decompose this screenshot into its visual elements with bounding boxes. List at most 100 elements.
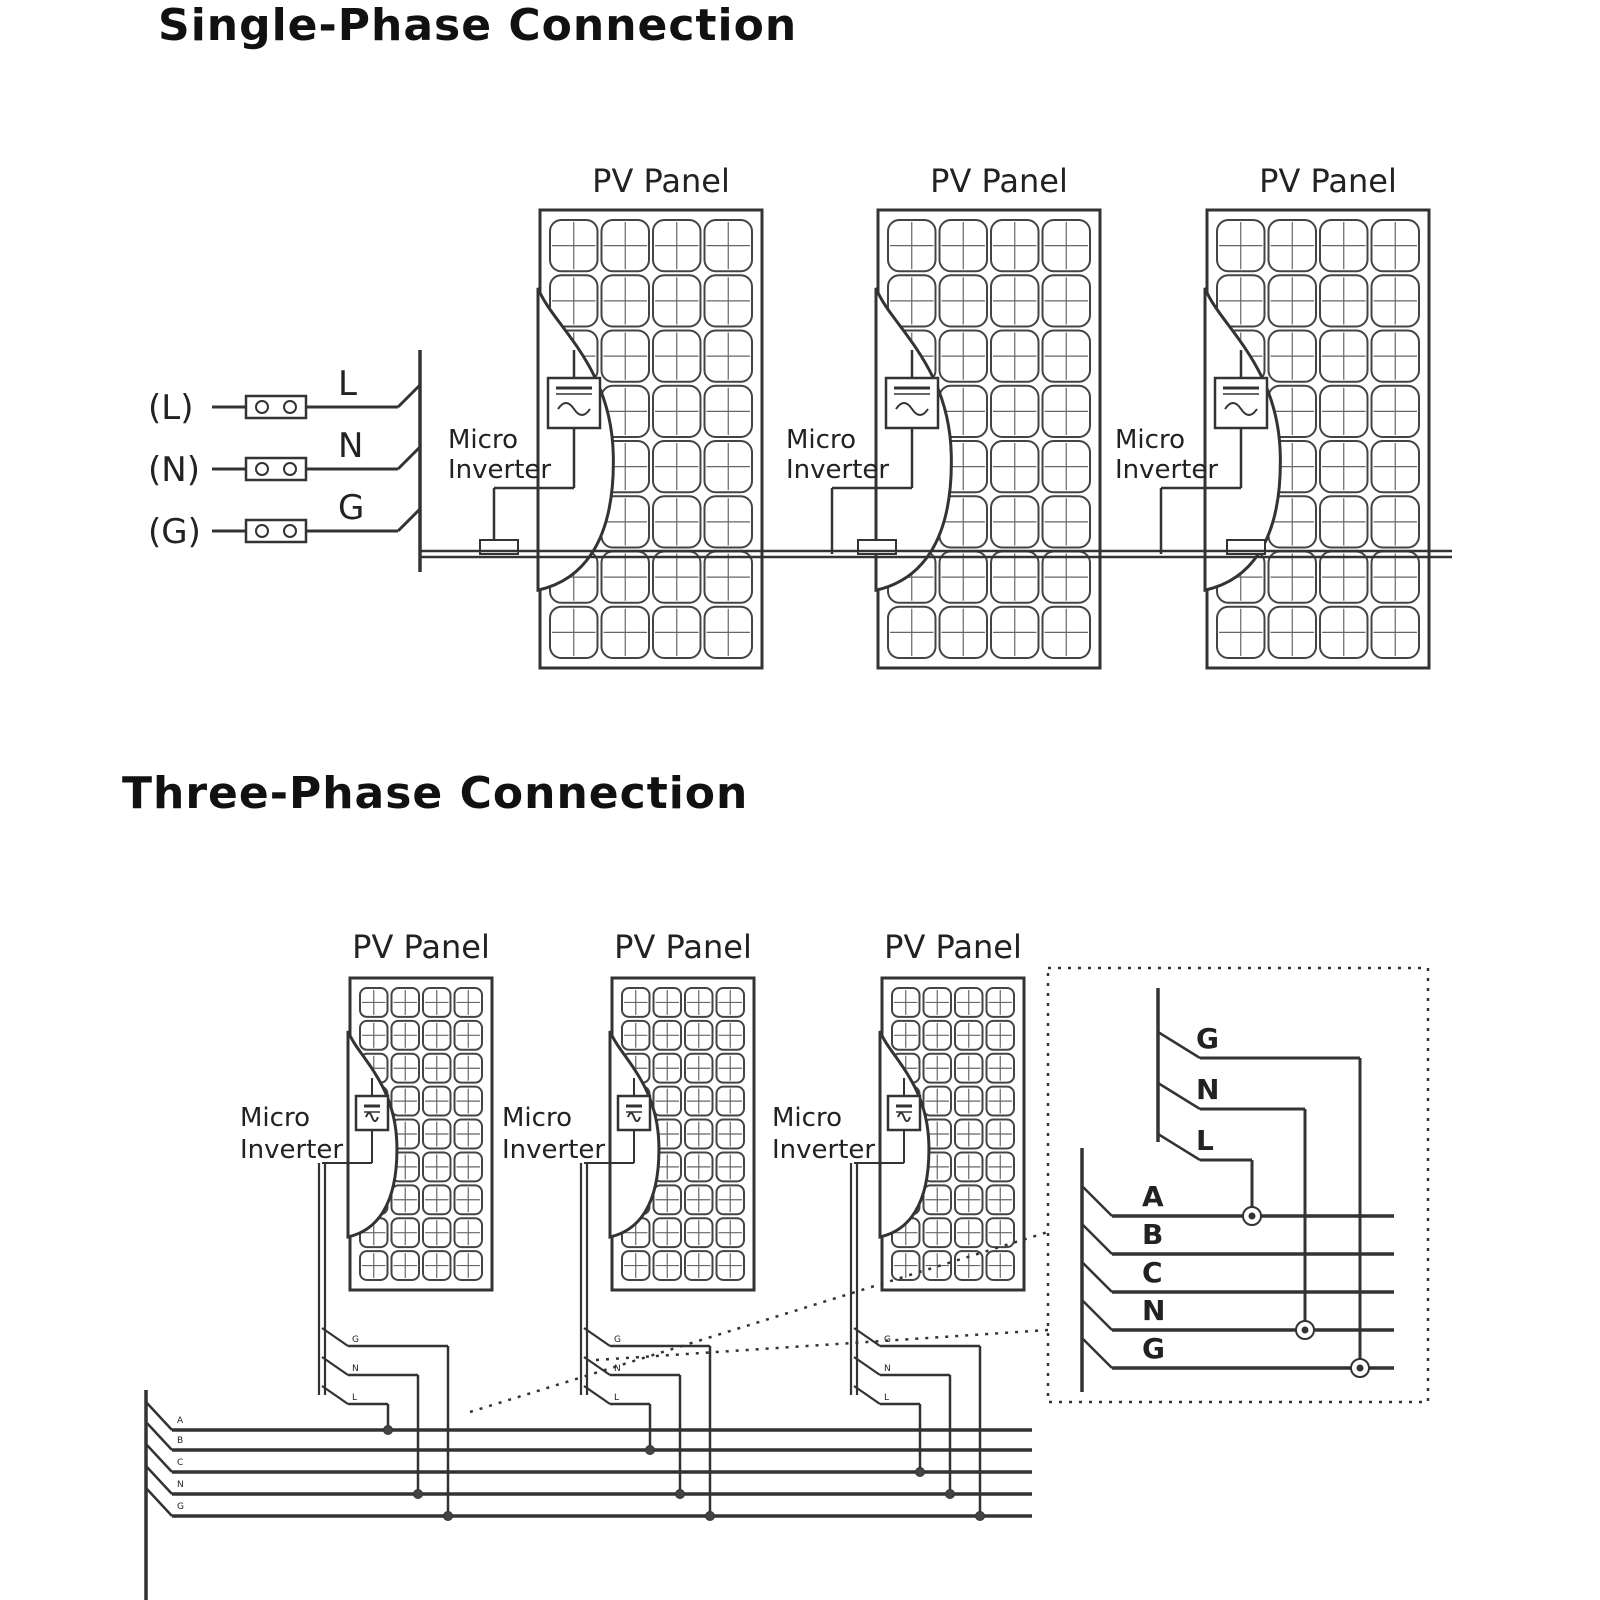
micro-inverter-label: Inverter: [786, 455, 889, 485]
panel-cell: [390, 1250, 420, 1281]
panel-cell: [652, 605, 702, 659]
panel-cell: [422, 1151, 452, 1183]
panel-cell: [887, 274, 937, 328]
panel-cell: [985, 1250, 1015, 1281]
panel-cell: [891, 1250, 921, 1281]
inset-bus-label: C: [1142, 1256, 1163, 1289]
panel-cell: [922, 1085, 952, 1117]
panel-cell: [715, 987, 745, 1018]
inset-junction-dot: [1248, 1212, 1256, 1220]
panel-cell: [990, 329, 1040, 383]
panel-cell: [954, 1184, 984, 1216]
pv-panel-label: PV Panel: [930, 162, 1068, 200]
panel-cell: [652, 1085, 682, 1117]
panel-cell: [1370, 384, 1420, 438]
terminal-screw: [283, 524, 297, 538]
panel-cell: [703, 605, 753, 659]
panel-cell: [938, 219, 988, 273]
panel-cell: [891, 1019, 921, 1051]
panel-cell: [1041, 219, 1091, 273]
single-pv-panel-3: [1203, 208, 1431, 670]
panel-cell: [922, 1184, 952, 1216]
terminal-block: [244, 518, 308, 544]
terminal-label: (G): [148, 512, 201, 552]
panel-notch: [1203, 287, 1282, 593]
drop-tap: [853, 1327, 881, 1347]
sine-wave-icon: [1224, 402, 1258, 416]
micro-inverter-label: Micro: [448, 425, 518, 455]
three-pv-panel-1: [346, 976, 494, 1292]
panel-cell: [621, 1019, 651, 1051]
terminal-label: (L): [148, 388, 193, 428]
bus-junction: [975, 1511, 985, 1521]
bus-junction: [413, 1489, 423, 1499]
panel-cell: [652, 1019, 682, 1051]
panel-cell: [938, 605, 988, 659]
panel-cell: [985, 1151, 1015, 1183]
drop-tap: [583, 1356, 611, 1376]
panel-cell: [422, 1250, 452, 1281]
panel-cell: [715, 1085, 745, 1117]
panel-cell: [1041, 329, 1091, 383]
pv-panel-label: PV Panel: [614, 928, 752, 966]
panel-cell: [390, 1217, 420, 1249]
panel-cell: [715, 1151, 745, 1183]
micro-inverter-label: Inverter: [772, 1135, 875, 1165]
single-micro-inverter-3: [1213, 376, 1269, 430]
drop-label: N: [884, 1364, 891, 1374]
inset-bus-tap: [1081, 1261, 1113, 1293]
panel-cell: [1370, 274, 1420, 328]
panel-cell: [922, 1217, 952, 1249]
terminal-screw: [255, 400, 269, 414]
panel-cell: [684, 1184, 714, 1216]
panel-cell: [715, 1118, 745, 1150]
panel-cell: [954, 987, 984, 1018]
panel-cell: [1267, 219, 1317, 273]
panel-cell: [1041, 384, 1091, 438]
bus-tap: [145, 1401, 173, 1431]
single-micro-inverter-2: [884, 376, 940, 430]
panel-cell: [684, 1217, 714, 1249]
panel-cell: [990, 495, 1040, 549]
bus-line-label: B: [177, 1436, 183, 1446]
panel-cell: [1319, 329, 1369, 383]
panel-cell: [1267, 274, 1317, 328]
inverter-box: [884, 376, 940, 430]
single-micro-inverter-1: [546, 376, 602, 430]
zoom-inset-frame: [1046, 966, 1430, 1404]
drop-tap: [853, 1356, 881, 1376]
panel-cell: [985, 1085, 1015, 1117]
panel-cell: [985, 987, 1015, 1018]
panel-cell: [652, 274, 702, 328]
panel-cell: [684, 1151, 714, 1183]
feeder-wire: [396, 383, 422, 409]
drop-tap: [321, 1327, 349, 1347]
drop-label: L: [352, 1393, 357, 1403]
inverter-box: [354, 1094, 390, 1132]
panel-cell: [652, 495, 702, 549]
feeder-wire: [396, 507, 422, 533]
inset-bus-label: G: [1142, 1332, 1165, 1365]
panel-cell: [985, 1184, 1015, 1216]
panel-cell: [938, 329, 988, 383]
wire-label: N: [338, 426, 363, 466]
panel-cell: [600, 605, 650, 659]
panel-notch: [536, 287, 615, 593]
panel-cell: [422, 1184, 452, 1216]
pv-panel-label: PV Panel: [352, 928, 490, 966]
panel-cell: [990, 384, 1040, 438]
single-pv-panel-1: [536, 208, 764, 670]
panel-cell: [652, 1184, 682, 1216]
panel-cell: [715, 1250, 745, 1281]
panel-cell: [1319, 219, 1369, 273]
panel-cell: [652, 987, 682, 1018]
micro-inverter-label: Micro: [502, 1103, 572, 1133]
drop-label: N: [352, 1364, 359, 1374]
terminal-screw: [283, 400, 297, 414]
terminal-screw: [283, 462, 297, 476]
zoom-callout-line: [469, 1230, 1049, 1414]
panel-cell: [453, 1052, 483, 1084]
micro-inverter-label: Micro: [240, 1103, 310, 1133]
inset-bus-tap: [1081, 1185, 1113, 1217]
